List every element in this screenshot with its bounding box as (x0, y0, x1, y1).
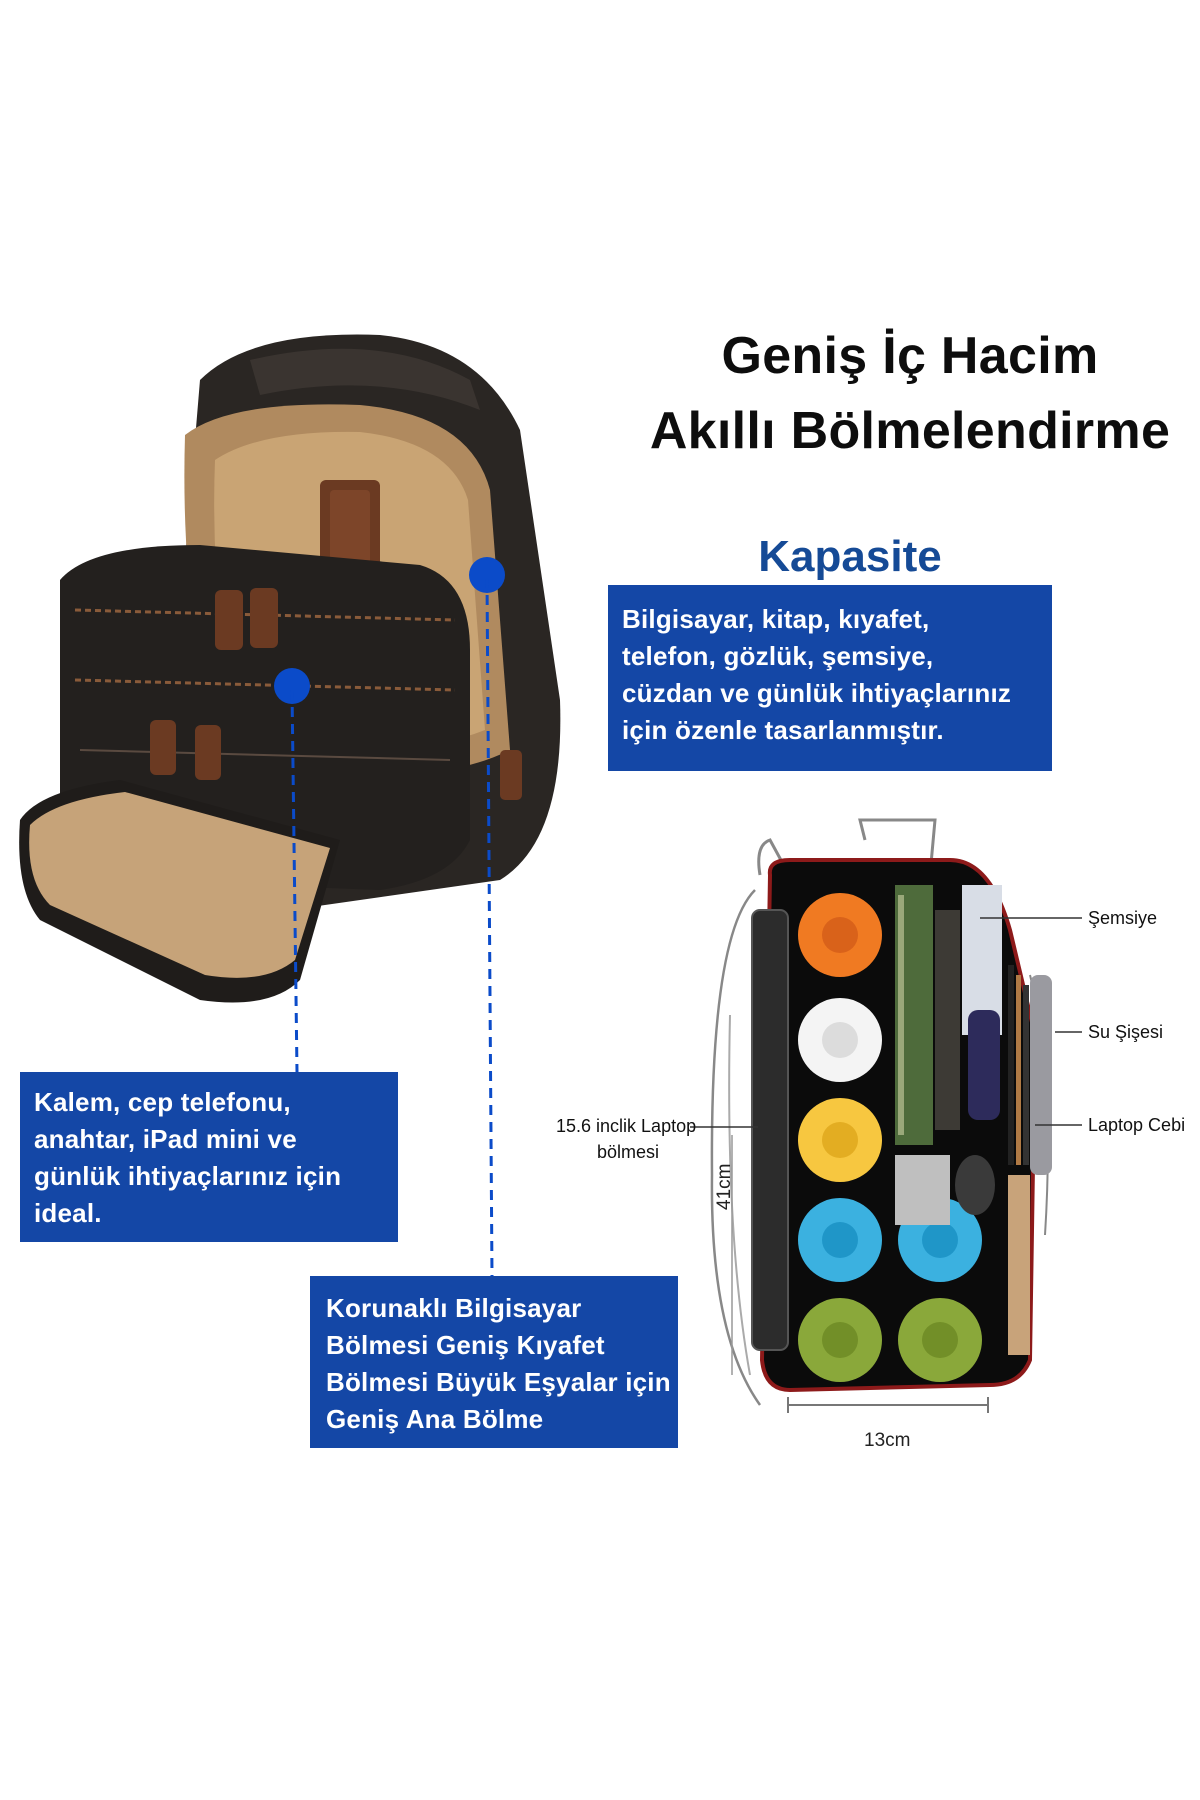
compartment-diagram (690, 818, 1082, 1413)
front-pocket-line-2: anahtar, iPad mini ve (34, 1124, 297, 1154)
main-compartment-info-box: Korunaklı Bilgisayar Bölmesi Geniş Kıyaf… (310, 1276, 678, 1448)
laptop-pocket-label: Laptop Cebi (1088, 1115, 1186, 1135)
front-pocket-line-1: Kalem, cep telefonu, (34, 1087, 291, 1117)
main-compartment-line-3: Bölmesi Büyük Eşyalar için (326, 1367, 671, 1397)
capacity-line-2: telefon, gözlük, şemsiye, (622, 641, 934, 671)
main-compartment-line-1: Korunaklı Bilgisayar (326, 1293, 582, 1323)
front-pocket-line-3: günlük ihtiyaçlarınız için (34, 1161, 342, 1191)
water-bottle-label: Su Şişesi (1088, 1022, 1164, 1042)
front-pocket-info-box: Kalem, cep telefonu, anahtar, iPad mini … (20, 1072, 398, 1242)
width-dimension: 13cm (864, 1430, 911, 1451)
capacity-info-box: Bilgisayar, kitap, kıyafet, telefon, göz… (608, 585, 1052, 771)
laptop-compartment-label-line2: bölmesi (597, 1142, 660, 1162)
umbrella-label: Şemsiye (1088, 908, 1158, 928)
capacity-line-4: için özenle tasarlanmıştır. (622, 715, 944, 745)
main-compartment-line-2: Bölmesi Geniş Kıyafet (326, 1330, 605, 1360)
capacity-line-1: Bilgisayar, kitap, kıyafet, (622, 604, 930, 634)
capacity-line-3: cüzdan ve günlük ihtiyaçlarınız (622, 678, 1012, 708)
backpack-illustration (19, 334, 561, 1003)
main-compartment-line-4: Geniş Ana Bölme (326, 1404, 544, 1434)
front-pocket-line-4: ideal. (34, 1198, 102, 1228)
page-title-line2: Akıllı Bölmelendirme (649, 402, 1171, 460)
height-dimension: 41cm (714, 1163, 735, 1210)
laptop-compartment-label-line1: 15.6 inclik Laptop (556, 1116, 697, 1136)
page-title-line1: Geniş İç Hacim (721, 327, 1099, 385)
capacity-title: Kapasite (758, 532, 942, 581)
